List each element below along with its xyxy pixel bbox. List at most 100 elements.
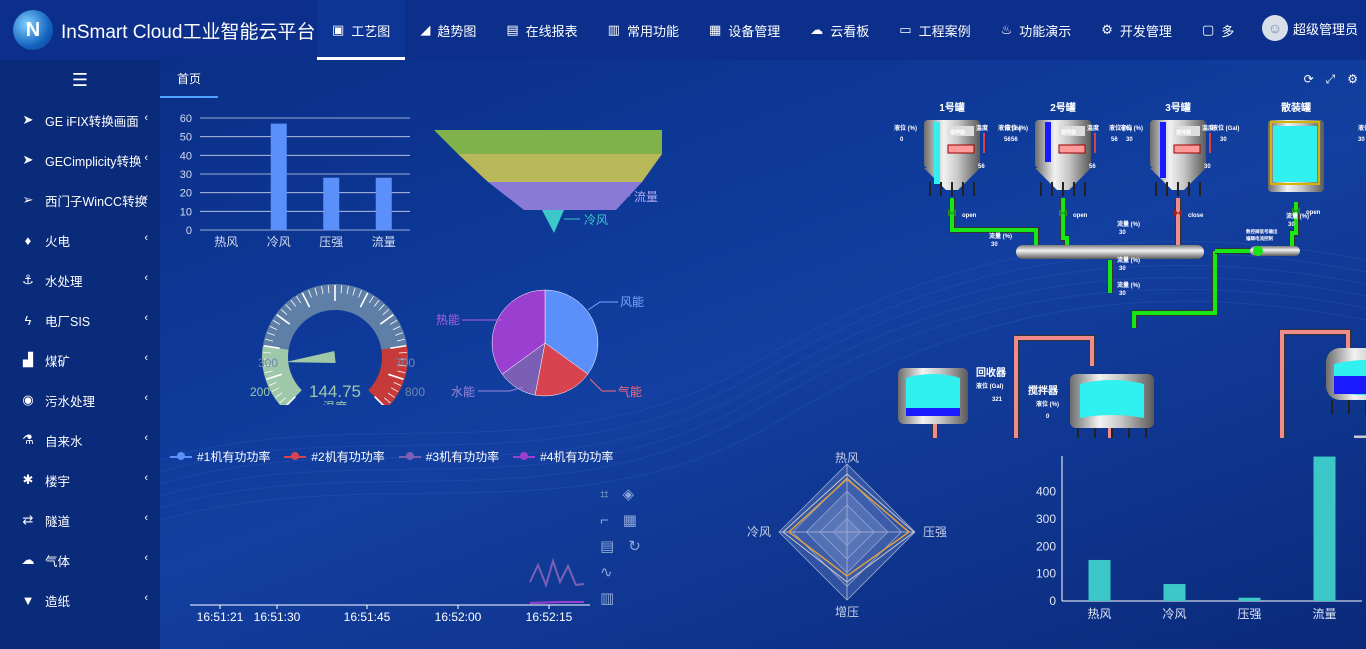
location-arrow-icon: ➢ [22,192,34,207]
bar1-ytick: 50 [180,132,192,144]
process-text: 数控阀信号输出 [1246,228,1278,235]
bar2-bar [1238,597,1261,601]
line-legend: #1机有功功率 #2机有功功率 #3机有功功率 #4机有功功率 [170,448,613,465]
nav-item-7[interactable]: ♨功能演示 [986,0,1087,60]
sidebar-item-10[interactable]: ⇄隧道‹ [0,500,160,540]
sidebar-item-0[interactable]: ➤GE iFIX转换画面‹ [0,100,160,140]
nav-item-6[interactable]: ▭工程案例 [884,0,985,60]
chevron-left-icon: ‹ [144,112,148,124]
nav-item-8[interactable]: ⚙开发管理 [1086,0,1187,60]
chevron-left-icon: ‹ [144,472,148,484]
data-view-icon[interactable]: ▤ [600,538,615,555]
process-text: 321 [992,397,1003,403]
process-text: 编辑电流控制 [1246,235,1273,242]
chevron-left-icon: ‹ [144,592,148,604]
process-text: 温度 [1202,124,1215,132]
menu-toggle-icon[interactable]: ☰ [71,69,89,90]
fullscreen-icon[interactable]: ⤢ [1325,72,1336,86]
nav-item-3[interactable]: ▥常用功能 [593,0,694,60]
process-text: 56 [1011,137,1018,143]
line-type-icon[interactable]: ∿ [600,564,613,581]
reactor-level [1334,376,1366,394]
bulk-tank-level [1273,126,1317,182]
gauge-value: 144.75 [309,382,361,401]
sidebar-item-6[interactable]: ▟煤矿‹ [0,340,160,380]
legend-label: #3机有功功率 [425,450,500,464]
sidebar-item-label: 楼宇 [45,474,71,489]
user-menu[interactable]: ☺ 超级管理员 [1257,15,1358,41]
sidebar-item-label: 火电 [45,234,71,249]
nav-item-2[interactable]: ▤在线报表 [491,0,592,60]
bar-type-icon[interactable]: ▥ [600,590,615,607]
legend-label: #2机有功功率 [311,450,385,464]
valve-icon [1174,209,1182,217]
pie-leader [478,386,524,392]
gauge-scale-label: 700 [395,356,415,370]
sidebar-item-9[interactable]: ✱楼宇‹ [0,460,160,500]
process-text: 流量 (%) [1286,212,1309,220]
sidebar-item-4[interactable]: ⚓水处理‹ [0,260,160,300]
bar2-ytick: 300 [1036,512,1056,526]
bar-chart-2: 0100200300400热风冷风压强流量 [1036,456,1362,621]
sidebar-item-11[interactable]: ☁气体‹ [0,540,160,580]
restore-icon[interactable]: ↻ [628,538,641,555]
tab-home-label: 首页 [176,71,201,86]
nav-label: 功能演示 [1019,23,1072,39]
avatar[interactable]: ☺ [1261,15,1288,41]
sidebar-item-label: 电厂SIS [45,314,91,329]
legend-item[interactable]: #3机有功功率 [398,448,500,465]
nav-item-4[interactable]: ▦设备管理 [694,0,795,60]
shuffle-icon: ⇄ [22,512,34,527]
legend-item[interactable]: #2机有功功率 [284,448,385,465]
sidebar-item-7[interactable]: ◉污水处理‹ [0,380,160,420]
bar1-ytick: 60 [180,113,192,125]
nav-item-1[interactable]: ◢趋势图 [405,0,491,60]
sidebar: ☰ ➤GE iFIX转换画面‹➤GECimplicity转换‹➢西门子WinCC… [0,60,160,649]
gauge-tick [263,364,272,367]
undo-crop-icon[interactable]: ⌐ [600,512,609,529]
sidebar-item-12[interactable]: ▼造纸‹ [0,580,160,620]
chevron-left-icon: ‹ [144,272,148,284]
legend-item[interactable]: #1机有功功率 [170,448,270,465]
process-text: 流量 (%) [1117,220,1140,228]
stack-icon[interactable]: ◈ [622,486,634,503]
sidebar-item-2[interactable]: ➢西门子WinCC转换‹ [0,180,160,220]
process-text: 30 [991,242,998,248]
process-text: 液位 (%) [1358,124,1366,132]
tab-home[interactable]: 首页 [160,60,218,98]
sidebar-item-8[interactable]: ⚗自来水‹ [0,420,160,460]
gauge-needle [285,351,336,363]
gear-icon[interactable]: ⚙ [1347,72,1358,86]
stirrer-box [1059,126,1085,136]
gauge-tick [264,370,273,374]
nav-label: 在线报表 [525,23,578,39]
gauge-tick [279,397,286,404]
grid-icon[interactable]: ▦ [622,512,637,529]
nav-item-5[interactable]: ☁云看板 [795,0,884,60]
refresh-icon[interactable]: ⟳ [1303,72,1314,86]
sidebar-item-3[interactable]: ♦火电‹ [0,220,160,260]
crop-icon[interactable]: ⌗ [600,486,609,503]
gauge-tick [373,299,380,307]
process-text: open [1073,213,1088,219]
sidebar-list: ➤GE iFIX转换画面‹➤GECimplicity转换‹➢西门子WinCC转换… [0,100,160,620]
chevron-left-icon: ‹ [144,312,148,324]
nav-item-9[interactable]: ▢多 [1187,0,1249,60]
nav-label: 开发管理 [1119,23,1172,39]
legend-marker [170,451,192,460]
paper-plane-icon: ➤ [22,112,34,127]
sidebar-item-label: 自来水 [45,434,83,449]
gauge-tick [272,320,281,325]
nav-item-0[interactable]: ▣工艺图 [317,0,406,60]
nav-label: 多 [1221,23,1235,39]
chart-toolbox: ⌗ ◈ ⌐ ▦ ▤ ↻ ∿ ▥ [600,482,641,612]
process-text: 56 [1004,137,1011,143]
process-text: open [962,213,977,219]
legend-item[interactable]: #4机有功功率 [513,448,613,465]
bar2-xtick: 压强 [1237,607,1261,621]
sidebar-item-1[interactable]: ➤GECimplicity转换‹ [0,140,160,180]
gauge-label: 温度 [323,399,347,405]
process-text: 液位 (%) [894,124,917,132]
